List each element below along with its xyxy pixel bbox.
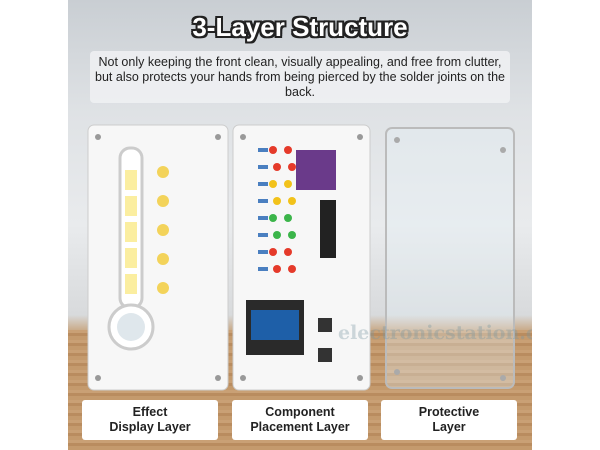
led: [273, 163, 281, 171]
led: [288, 231, 296, 239]
layer-illustration: [87, 124, 515, 391]
protective-acrylic-panel: [385, 127, 515, 389]
emoji-icons: [157, 166, 169, 294]
led-array: [258, 146, 296, 273]
led: [284, 146, 292, 154]
description-text: Not only keeping the front clean, visual…: [90, 51, 510, 103]
resistor: [258, 199, 268, 203]
resistor: [258, 148, 268, 152]
led: [284, 214, 292, 222]
led: [269, 248, 277, 256]
watermark: electronicstation.com: [338, 322, 532, 344]
led: [284, 248, 292, 256]
led: [269, 180, 277, 188]
product-image: 3-Layer Structure Not only keeping the f…: [68, 0, 532, 450]
led: [269, 146, 277, 154]
effect-display-panel: [87, 124, 229, 391]
led: [288, 163, 296, 171]
led: [273, 231, 281, 239]
resistor: [258, 250, 268, 254]
led: [269, 214, 277, 222]
component-placement-panel: [232, 124, 371, 391]
led: [288, 197, 296, 205]
resistor: [258, 216, 268, 220]
led: [288, 265, 296, 273]
led: [273, 265, 281, 273]
resistor: [258, 233, 268, 237]
led: [284, 180, 292, 188]
page-title: 3-Layer Structure: [192, 12, 408, 42]
resistor: [258, 165, 268, 169]
resistor: [258, 267, 268, 271]
resistor: [258, 182, 268, 186]
led: [273, 197, 281, 205]
level-bars: [125, 170, 137, 294]
